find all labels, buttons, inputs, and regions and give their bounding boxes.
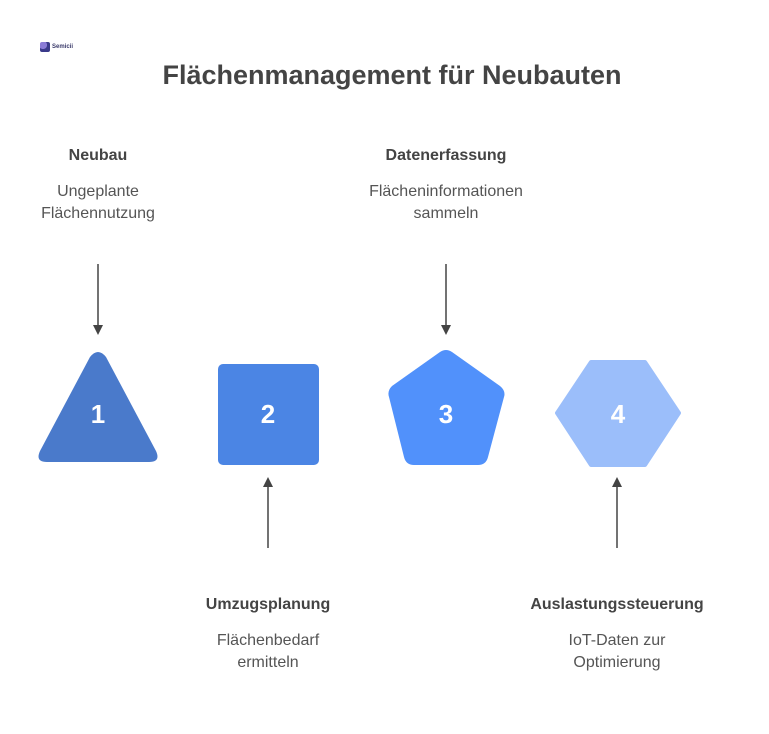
step-3-title: Datenerfassung (385, 147, 507, 164)
step-4-description: IoT-Daten zur Optimierung (568, 632, 666, 671)
logo-text: Semicii (52, 44, 74, 50)
step-3-label: Datenerfassung Flächeninformationen samm… (336, 147, 556, 225)
step-2-description: Flächenbedarf ermitteln (216, 632, 320, 671)
step-1-title: Neubau (68, 147, 128, 164)
brand-logo: Semicii (40, 40, 88, 54)
page-title: Flächenmanagement für Neubauten (162, 60, 622, 90)
step-4-label: Auslastungssteuerung IoT-Daten zur Optim… (507, 596, 727, 674)
step-4-number: 4 (611, 399, 626, 429)
step-2-square: 2 (218, 364, 319, 465)
step-2-label: Umzugsplanung Flächenbedarf ermitteln (158, 596, 378, 674)
logo-mark-icon (40, 42, 50, 52)
step-4-hexagon: 4 (555, 360, 681, 467)
step-2-number: 2 (261, 399, 275, 429)
step-1-description: Ungeplante Flächennutzung (41, 183, 155, 222)
step-4-title: Auslastungssteuerung (530, 596, 704, 613)
step-3-description: Flächeninformationen sammeln (369, 183, 523, 222)
step-3-pentagon: 3 (388, 350, 505, 465)
step-1-triangle: 1 (38, 352, 158, 462)
step-1-number: 1 (91, 399, 105, 429)
step-2-title: Umzugsplanung (205, 596, 331, 613)
step-1-label: Neubau Ungeplante Flächennutzung (0, 147, 208, 225)
step-3-number: 3 (439, 399, 453, 429)
